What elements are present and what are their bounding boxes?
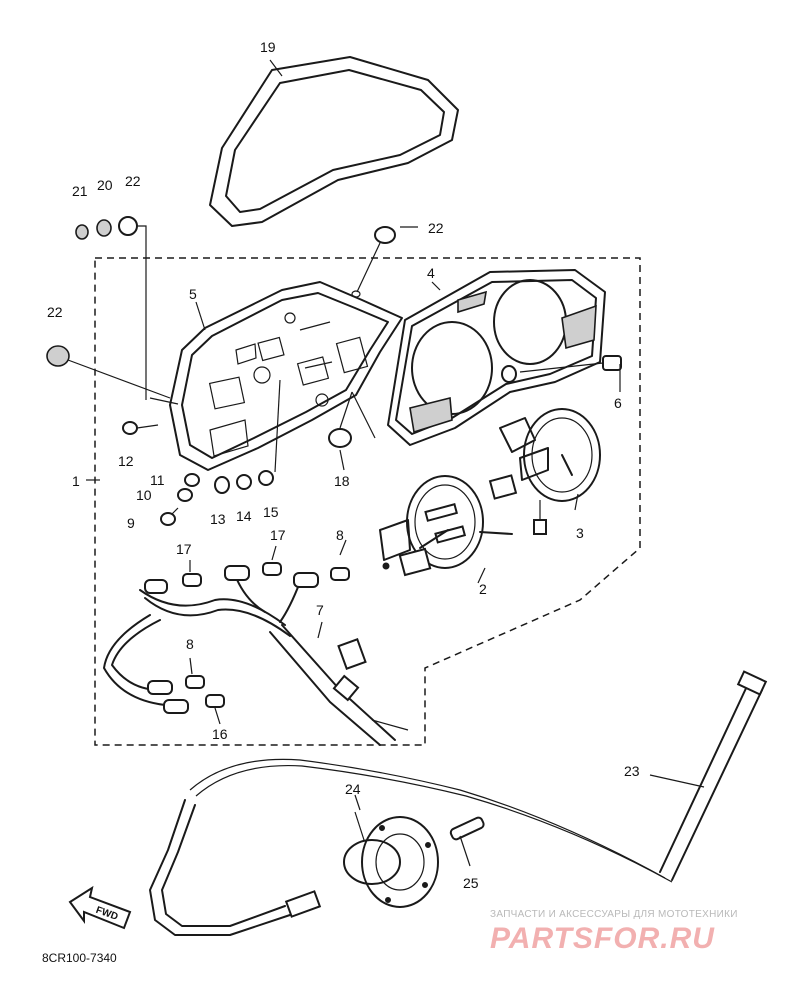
part-18-grommet	[328, 391, 376, 448]
callout-2: 2	[479, 581, 487, 597]
callout-20: 20	[97, 177, 113, 193]
callout-23: 23	[624, 763, 640, 779]
callout-13: 13	[210, 511, 226, 527]
part-20-washer	[96, 219, 112, 237]
callout-15: 15	[263, 504, 279, 520]
callout-22-upper-left: 22	[125, 173, 141, 189]
callout-9: 9	[127, 515, 135, 531]
callout-8-right: 8	[336, 527, 344, 543]
part-8-bulb-right	[330, 567, 350, 581]
callout-7: 7	[316, 602, 324, 618]
part-10-nut	[177, 488, 193, 502]
part-4-meter-panel	[387, 269, 606, 446]
callout-19: 19	[260, 39, 276, 55]
callout-17-left: 17	[176, 541, 192, 557]
watermark-brand: PARTSFOR.RU	[490, 922, 715, 955]
part-21-grommet	[75, 224, 89, 240]
part-17-bulb-center	[262, 562, 282, 576]
part-16-bulb	[205, 694, 225, 708]
callout-1: 1	[72, 473, 80, 489]
callout-3: 3	[576, 525, 584, 541]
watermark-tagline: ЗАПЧАСТИ И АКСЕССУАРЫ ДЛЯ МОТОТЕХНИКИ	[490, 909, 738, 920]
socket-right	[293, 572, 319, 588]
part-9-screw	[160, 507, 179, 526]
part-2-speedometer	[379, 475, 513, 577]
callout-8-lower: 8	[186, 636, 194, 652]
part-8-bulb-lower	[185, 675, 205, 689]
callout-25: 25	[463, 875, 479, 891]
part-22-grommet-left	[46, 345, 179, 405]
part-7-harness	[103, 574, 409, 746]
callout-14: 14	[236, 508, 252, 524]
part-23-speedometer-cable	[189, 670, 768, 883]
callout-22-left: 22	[47, 304, 63, 320]
callout-11: 11	[150, 472, 165, 488]
part-11-washer	[184, 473, 200, 487]
callout-4: 4	[427, 265, 435, 281]
callout-22-top: 22	[428, 220, 444, 236]
part-3-tachometer	[488, 408, 601, 535]
callout-16: 16	[212, 726, 228, 742]
socket-left	[144, 579, 168, 594]
part-12-screw	[122, 421, 159, 435]
callout-12: 12	[118, 453, 134, 469]
part-24-gear-unit	[149, 799, 439, 936]
part-25-bushing	[449, 816, 485, 867]
callout-6: 6	[614, 395, 622, 411]
callout-18: 18	[334, 473, 350, 489]
callout-5: 5	[189, 286, 197, 302]
socket-center	[224, 565, 250, 581]
part-19-gasket	[209, 56, 459, 227]
part-22-grommet-upper-left	[118, 216, 147, 400]
callout-21: 21	[72, 183, 88, 199]
callout-10: 10	[136, 487, 152, 503]
socket-lower-2	[163, 699, 189, 714]
callout-24: 24	[345, 781, 361, 797]
diagram-code: 8CR100-7340	[42, 951, 117, 965]
part-6-bolt	[519, 355, 622, 373]
part-13-grommet	[214, 476, 230, 494]
part-15-nut	[258, 379, 281, 486]
part-17-bulb-left	[182, 573, 202, 587]
callout-17-center: 17	[270, 527, 286, 543]
fwd-arrow-icon: FWD	[68, 885, 132, 930]
part-14-collar	[236, 474, 252, 490]
socket-lower-1	[147, 680, 173, 695]
part-5-meter-case	[169, 281, 403, 471]
assembly-boundary	[94, 257, 641, 746]
part-22-grommet-top	[351, 226, 396, 298]
watermark: ЗАПЧАСТИ И АКСЕССУАРЫ ДЛЯ МОТОТЕХНИКИ PA…	[490, 909, 738, 955]
